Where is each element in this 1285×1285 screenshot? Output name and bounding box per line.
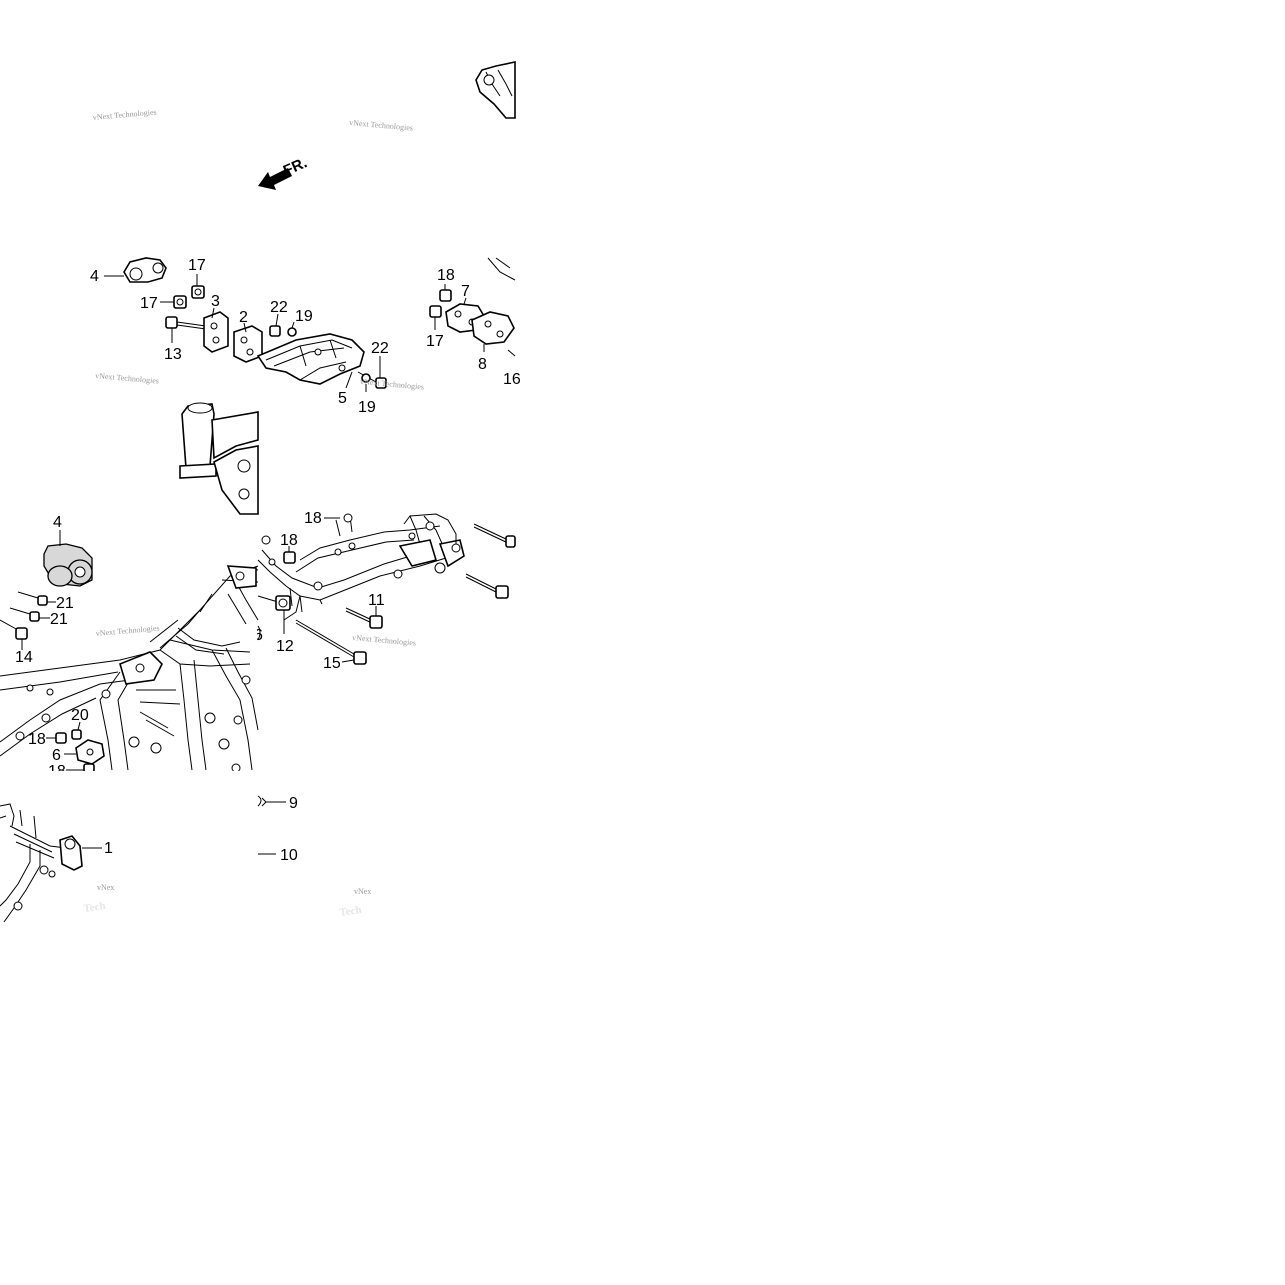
part-8-plate <box>471 311 515 345</box>
front-direction-arrow: FR. <box>258 154 310 190</box>
watermark: vNext Technologies <box>349 118 413 133</box>
watermark: vNext Technologies <box>92 107 156 122</box>
watermark: vNext Technologies <box>95 371 159 386</box>
partial-part-9 <box>257 795 267 807</box>
part-17-nut <box>429 305 442 318</box>
callout-8: 8 <box>478 356 487 373</box>
watermark-partial: vNex <box>354 887 371 896</box>
part-5-subframe <box>256 333 365 385</box>
partial-part-edge <box>257 625 261 641</box>
callout-15: 15 <box>323 655 341 672</box>
watermark: vNext Technologies <box>360 377 424 392</box>
callout-7: 7 <box>461 283 470 300</box>
part-22-bolt <box>269 325 281 337</box>
callout-4: 4 <box>90 268 99 285</box>
part-14-nut <box>0 619 28 640</box>
partial-bracket-top <box>475 61 516 119</box>
part-13-bolt <box>165 316 207 330</box>
callout-10: 10 <box>280 847 298 864</box>
callout-18: 18 <box>304 510 322 527</box>
callout-11: 11 <box>368 592 385 609</box>
callout-17: 17 <box>140 295 158 312</box>
callout-22: 22 <box>270 299 288 316</box>
callout-14: 14 <box>15 649 33 666</box>
part-19-washer <box>287 327 297 337</box>
head-tube-section <box>179 402 259 515</box>
callout-17: 17 <box>426 333 444 350</box>
part-15-bolt <box>295 619 367 665</box>
part-6-plate <box>75 739 105 765</box>
watermark-partial: vNex <box>97 883 114 892</box>
watermark-shadow: Tech <box>83 900 107 915</box>
watermark: vNext Technologies <box>95 623 159 638</box>
part-12-nut <box>257 595 291 611</box>
callout-13: 13 <box>164 346 182 363</box>
callout-22: 22 <box>371 340 389 357</box>
callout-18: 18 <box>437 267 455 284</box>
tile-edge-mask <box>243 624 257 644</box>
part-4-clamp <box>123 257 167 283</box>
callout-9: 9 <box>289 795 298 812</box>
part-3-bracket <box>203 311 229 353</box>
part-1-frame <box>0 803 83 923</box>
callout-20: 20 <box>71 707 89 724</box>
part-21-bolt <box>9 591 48 622</box>
callout-19: 19 <box>358 399 376 416</box>
part-long-bolt <box>465 523 516 599</box>
part-20-bolt <box>71 729 82 740</box>
part-18-nut <box>55 732 67 744</box>
callout-3: 3 <box>211 293 220 310</box>
callout-21: 21 <box>50 611 68 628</box>
callout-2: 2 <box>239 309 248 326</box>
part-main-frame <box>0 565 259 773</box>
callout-6: 6 <box>52 747 61 764</box>
part-4-rubber-mount <box>43 543 93 587</box>
partial-frame-edge <box>487 257 516 281</box>
front-direction-label: FR. <box>281 154 310 179</box>
part-17-nut <box>173 295 187 309</box>
part-19-washer <box>361 373 371 383</box>
callout-19: 19 <box>295 308 313 325</box>
part-rear-frame <box>257 513 465 621</box>
callout-4: 4 <box>53 514 62 531</box>
callout-21: 21 <box>56 595 74 612</box>
watermark: vNext Technologies <box>352 633 416 648</box>
part-2-bracket <box>233 325 263 363</box>
watermark-shadow: Tech <box>339 904 363 919</box>
callout-5: 5 <box>338 390 347 407</box>
callout-6: 6 <box>254 627 263 644</box>
part-18-nut <box>283 551 296 564</box>
callout-1: 1 <box>104 840 113 857</box>
callout-18: 18 <box>280 532 298 549</box>
callout-17: 17 <box>188 257 206 274</box>
part-18-nut <box>83 763 95 773</box>
part-11-bolt <box>345 607 383 629</box>
callout-12: 12 <box>276 638 294 655</box>
callout-18: 18 <box>28 731 46 748</box>
callout-16: 16 <box>503 371 521 388</box>
tile-edge-mask <box>0 771 258 785</box>
part-18-nut <box>439 289 452 302</box>
part-17-nut <box>191 285 205 299</box>
